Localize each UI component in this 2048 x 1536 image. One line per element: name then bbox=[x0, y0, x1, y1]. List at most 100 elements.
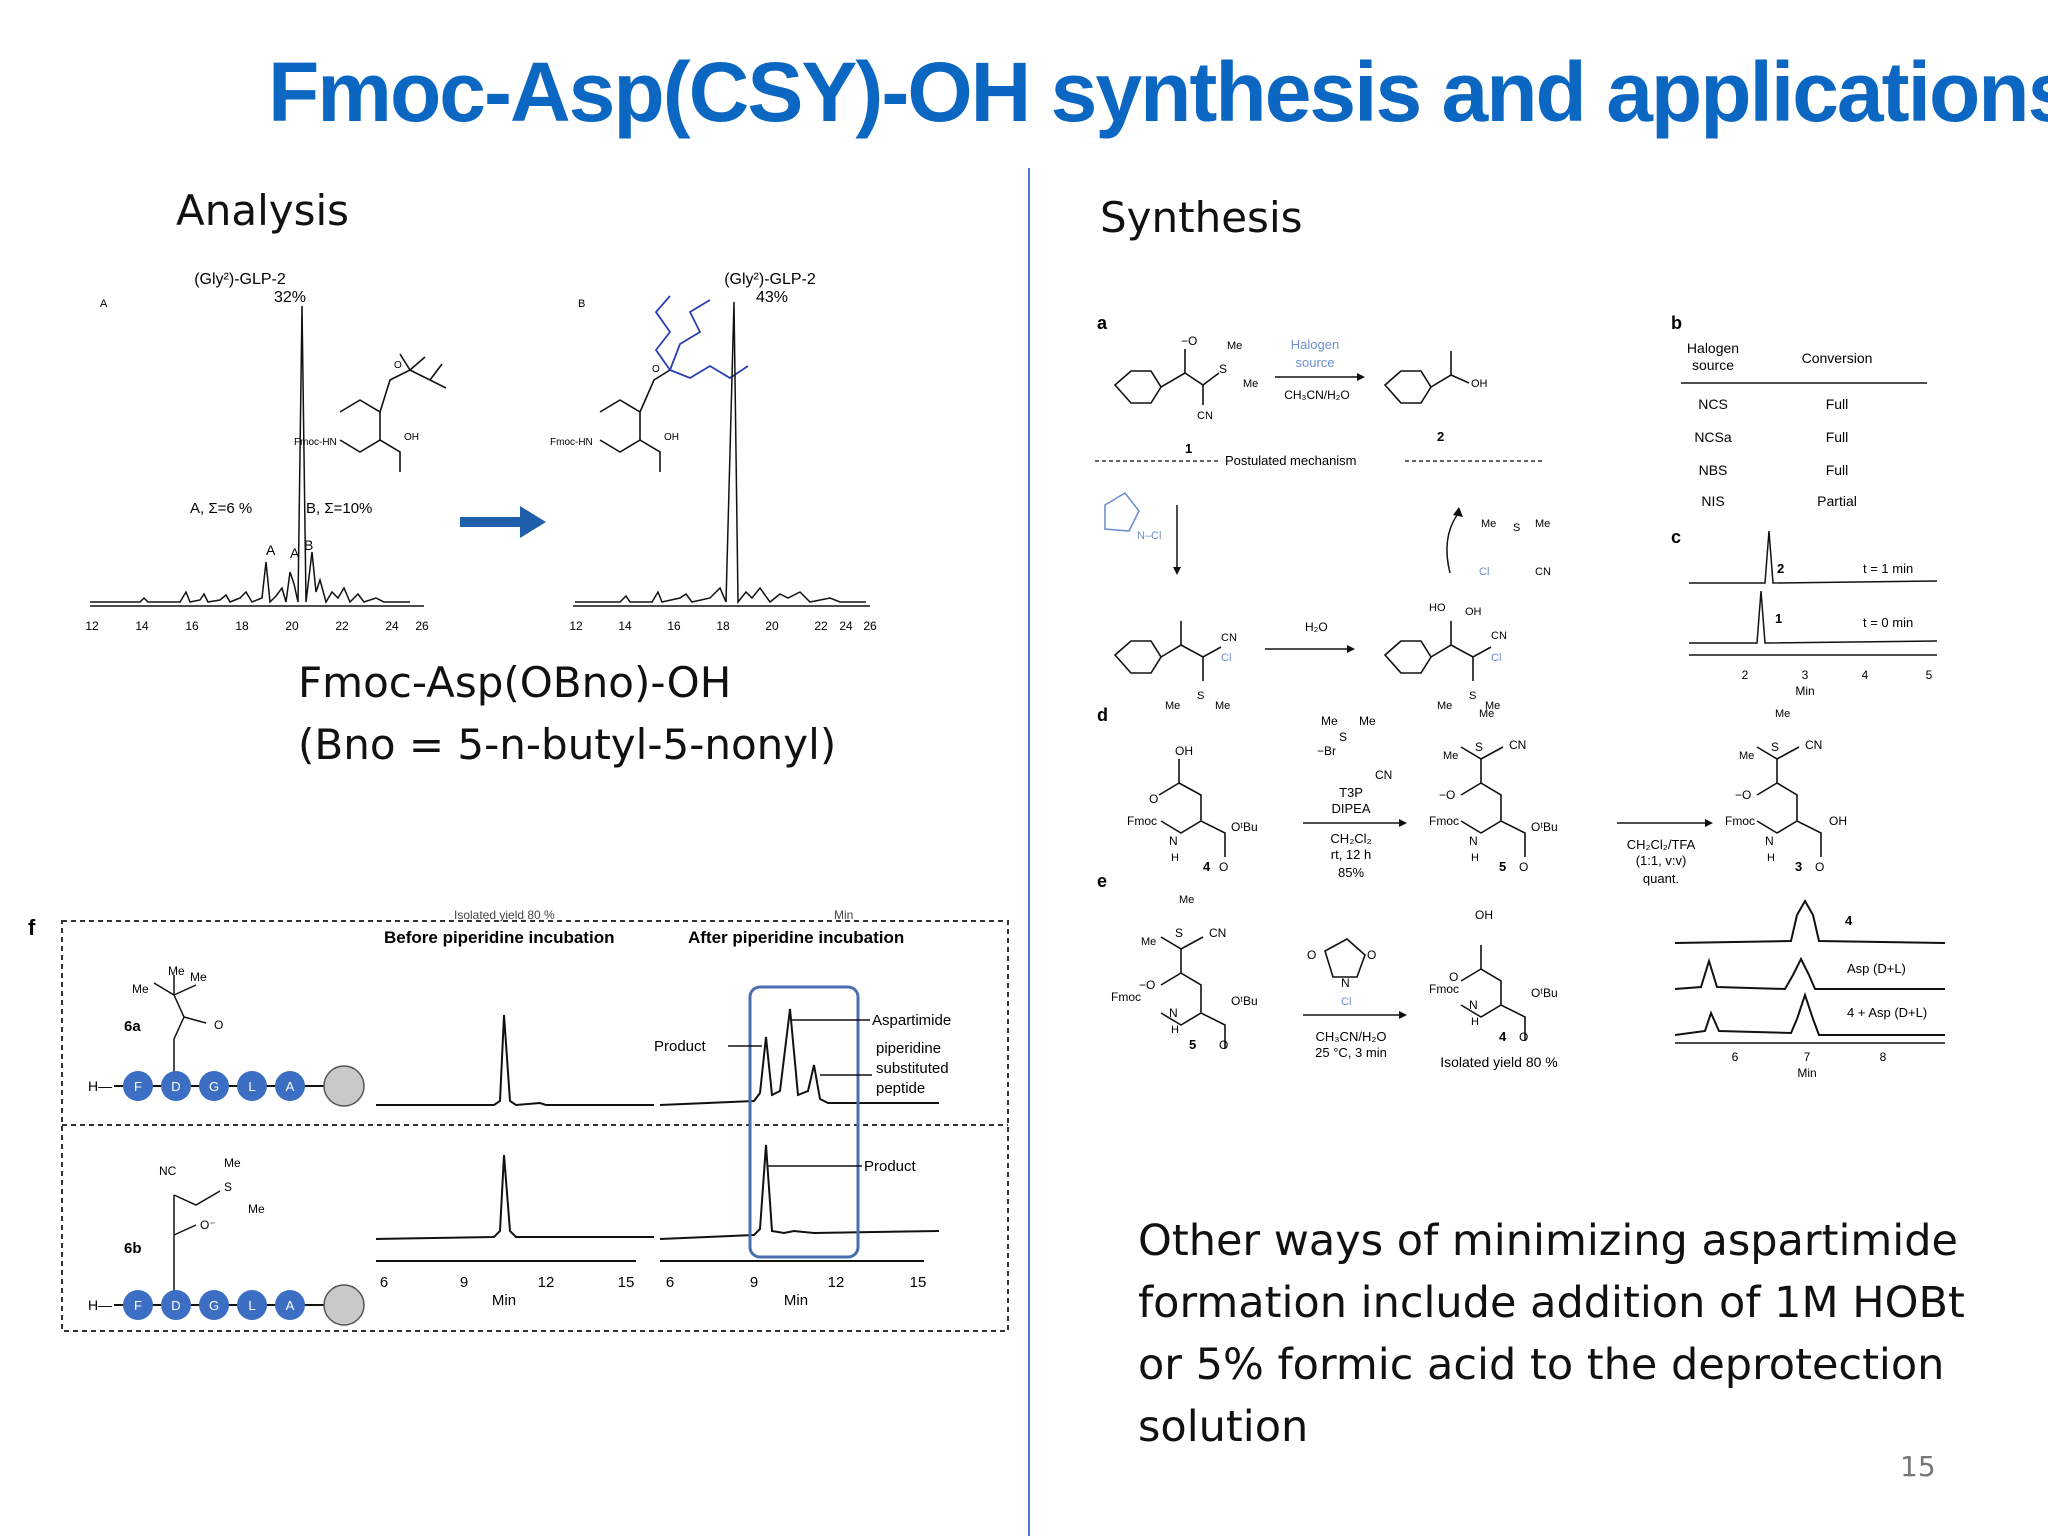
hplc-figure: A (Gly²)-GLP-2 32% A, Σ=6 % B, Σ=10% A A… bbox=[85, 271, 877, 633]
panel-b-letter: B bbox=[578, 298, 585, 310]
bead-g bbox=[199, 1071, 229, 1101]
svg-text:5: 5 bbox=[1926, 668, 1933, 682]
d-cond-2: rt, 12 h bbox=[1331, 847, 1371, 862]
svg-text:9: 9 bbox=[460, 1274, 468, 1291]
struct-6a-me1: Me bbox=[168, 964, 185, 978]
panel-b-peak-label: (Gly²)-GLP-2 bbox=[724, 271, 816, 288]
aspartimide-label: Aspartimide bbox=[872, 1012, 951, 1029]
ncs-label: N–Cl bbox=[1137, 530, 1161, 542]
intermediate-1 bbox=[1113, 621, 1222, 681]
ncs-e-cl: Cl bbox=[1341, 996, 1351, 1008]
axis-e-ticks: 6 7 8 Min bbox=[1732, 1050, 1887, 1080]
struct-b-o: O bbox=[652, 364, 660, 375]
svg-text:12: 12 bbox=[538, 1274, 555, 1291]
struct-6a bbox=[153, 975, 207, 1077]
d4-o2: O bbox=[1219, 860, 1228, 874]
product-label-2: Product bbox=[864, 1158, 917, 1175]
e-cond-2: 25 °C, 3 min bbox=[1315, 1045, 1387, 1060]
axis-after-ticks: 6 9 12 15 Min bbox=[666, 1274, 927, 1309]
ncs-e-o2: O bbox=[1367, 948, 1376, 962]
d3-oh: OH bbox=[1829, 814, 1847, 828]
d5-n: N bbox=[1469, 834, 1478, 848]
struct-a-o: O bbox=[394, 360, 402, 371]
svg-text:24: 24 bbox=[385, 619, 399, 633]
svg-text:Min: Min bbox=[492, 1292, 516, 1309]
compound-2-structure bbox=[1383, 351, 1470, 404]
int1-cl: Cl bbox=[1221, 652, 1231, 664]
c1-s: S bbox=[1219, 362, 1227, 376]
d-br: −Br bbox=[1317, 744, 1336, 758]
svg-text:F: F bbox=[134, 1079, 142, 1094]
int2-me2: Me bbox=[1485, 700, 1500, 712]
struct-6b-nc: NC bbox=[159, 1164, 177, 1178]
struct-6a-me2: Me bbox=[190, 970, 207, 984]
d5-s: S bbox=[1475, 740, 1483, 754]
svg-text:A: A bbox=[286, 1298, 295, 1313]
svg-text:20: 20 bbox=[285, 619, 299, 633]
me-s-me-1: Me bbox=[1481, 518, 1496, 530]
svg-text:7: 7 bbox=[1804, 1050, 1811, 1064]
struct-6a-o: O bbox=[214, 1018, 223, 1032]
d4-oh: OH bbox=[1175, 744, 1193, 758]
d-cond-3: 85% bbox=[1338, 865, 1364, 880]
d5-o: −O bbox=[1439, 788, 1455, 802]
d-compound3: 3 bbox=[1795, 859, 1802, 874]
int2-me1: Me bbox=[1437, 700, 1452, 712]
d4-h: H bbox=[1171, 852, 1179, 864]
elimination-arrow bbox=[1446, 514, 1458, 574]
c-top-peak: 2 bbox=[1777, 561, 1784, 576]
analysis-heading: Analysis bbox=[176, 186, 350, 235]
h-label-6a: H— bbox=[88, 1078, 112, 1094]
e4-n: N bbox=[1469, 998, 1478, 1012]
svg-text:18: 18 bbox=[716, 619, 730, 633]
peak-a1: A bbox=[266, 542, 276, 558]
svg-text:F: F bbox=[134, 1298, 142, 1313]
compound-3-structure bbox=[1756, 746, 1822, 857]
svg-text:9: 9 bbox=[750, 1274, 758, 1291]
d4-n: N bbox=[1169, 834, 1178, 848]
bead-l bbox=[237, 1071, 267, 1101]
svg-text:22: 22 bbox=[814, 619, 828, 633]
svg-text:G: G bbox=[209, 1079, 219, 1094]
highlight-box bbox=[748, 985, 860, 1259]
svg-text:Min: Min bbox=[1797, 1066, 1816, 1080]
tbu-ester-structure bbox=[339, 353, 447, 472]
svg-text:Full: Full bbox=[1826, 462, 1849, 478]
d5-fmoc: Fmoc bbox=[1429, 814, 1459, 828]
svg-text:L: L bbox=[248, 1298, 255, 1313]
svg-text:15: 15 bbox=[618, 1274, 635, 1291]
panel-f-cut-right: Min bbox=[834, 908, 853, 922]
d-reagent-1: T3P bbox=[1339, 785, 1363, 800]
struct-6b bbox=[173, 1190, 221, 1297]
d3-fmoc: Fmoc bbox=[1725, 814, 1755, 828]
compound-5-structure-d bbox=[1460, 746, 1526, 857]
d-compound5: 5 bbox=[1499, 859, 1506, 874]
e5-o2: O bbox=[1219, 1038, 1228, 1052]
panel-a-sum-a: A, Σ=6 % bbox=[190, 500, 252, 517]
e4-o2: O bbox=[1519, 1030, 1528, 1044]
d5-otbu: OᵗBu bbox=[1531, 820, 1558, 834]
c1-o: −O bbox=[1181, 334, 1197, 348]
compound-2-label: 2 bbox=[1437, 429, 1444, 444]
int2-cn: CN bbox=[1491, 630, 1507, 642]
e5-me2: Me bbox=[1141, 936, 1156, 948]
svg-text:26: 26 bbox=[415, 619, 429, 633]
svg-text:3: 3 bbox=[1802, 668, 1809, 682]
table-b-col1-2: source bbox=[1692, 357, 1734, 373]
resin-bead-icon bbox=[323, 1065, 365, 1107]
compound-4-structure-d bbox=[1158, 759, 1226, 857]
svg-text:12: 12 bbox=[85, 619, 99, 633]
compound-abbreviation: (Bno = 5-n-butyl-5-nonyl) bbox=[298, 720, 837, 769]
scheme-a-letter: a bbox=[1097, 313, 1108, 333]
e5-o: −O bbox=[1139, 978, 1155, 992]
e-yield: Isolated yield 80 % bbox=[1440, 1054, 1558, 1070]
product-label-1: Product bbox=[654, 1038, 707, 1055]
piperidine-label-2: substituted bbox=[876, 1060, 949, 1077]
svg-text:14: 14 bbox=[618, 619, 632, 633]
halogen-source-2: source bbox=[1295, 355, 1334, 370]
e5-h: H bbox=[1171, 1024, 1179, 1036]
d-me-2: Me bbox=[1359, 714, 1376, 728]
d3-me2: Me bbox=[1739, 750, 1754, 762]
trace-6a-before bbox=[376, 1014, 654, 1107]
